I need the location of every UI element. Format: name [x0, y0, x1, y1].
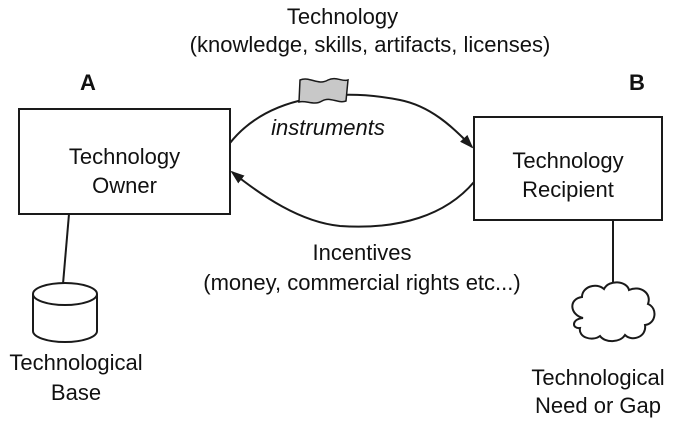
incentives-description: (money, commercial rights etc...): [203, 270, 521, 295]
technological-need-line2: Need or Gap: [535, 393, 661, 418]
technology-flow-arrow: [229, 93, 474, 149]
party-b-label: B: [629, 70, 645, 95]
technological-base-line1: Technological: [9, 350, 143, 375]
party-a-label: A: [80, 70, 96, 95]
technology-owner-box: [18, 108, 231, 215]
technology-description: (knowledge, skills, artifacts, licenses): [189, 32, 551, 57]
owner-label-line2: Owner: [92, 173, 157, 198]
incentives-title: Incentives: [312, 240, 412, 265]
technological-need-line1: Technological: [531, 365, 665, 390]
technological-base-line2: Base: [50, 380, 102, 405]
owner-label-line1: Technology: [68, 144, 181, 169]
cloud-icon: [571, 281, 656, 343]
technology-title: Technology: [286, 4, 399, 29]
database-cylinder-icon: [32, 282, 98, 343]
technology-recipient-box: [473, 116, 663, 221]
recipient-label-line2: Recipient: [522, 177, 614, 202]
owner-base-connector: [62, 213, 70, 285]
instruments-label: instruments: [271, 115, 385, 140]
incentives-flow-arrow: [230, 170, 475, 228]
document-icon: [298, 77, 349, 104]
recipient-label-line1: Technology: [512, 148, 624, 173]
